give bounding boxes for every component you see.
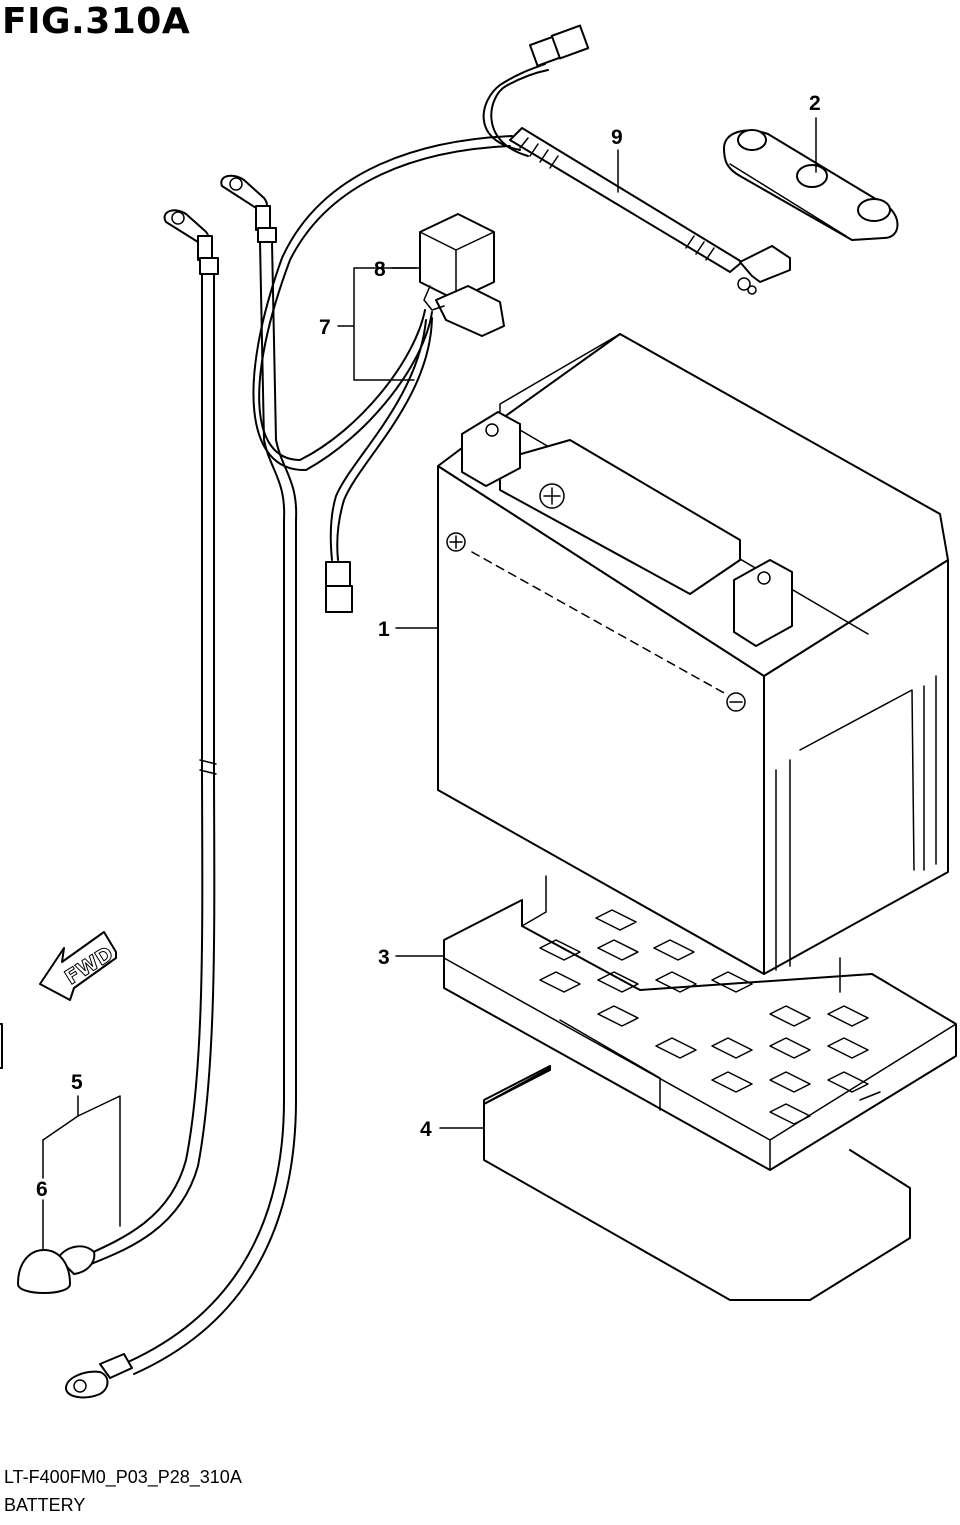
callout-5: 5 <box>71 1071 83 1094</box>
part-4-pad <box>483 1065 911 1301</box>
diagram-name: BATTERY <box>4 1495 86 1515</box>
part-1-battery <box>437 333 949 975</box>
edge-fragment <box>0 1023 3 1069</box>
figure-title: FIG.310A <box>2 1 191 42</box>
part-9-lead <box>482 24 791 295</box>
positive-lead <box>65 174 298 1399</box>
callout-numbers: 1 2 3 4 5 6 7 8 9 <box>36 92 821 1201</box>
callout-3: 3 <box>378 946 390 969</box>
tray-slots <box>539 909 869 1125</box>
fwd-arrow-icon: FWD <box>39 931 118 1001</box>
part-3-battery-tray <box>443 875 957 1171</box>
callout-9: 9 <box>611 126 623 149</box>
callout-6: 6 <box>36 1178 48 1201</box>
callout-leaders <box>42 117 817 1227</box>
callout-8: 8 <box>374 258 386 281</box>
callout-4: 4 <box>420 1118 432 1141</box>
part-8-relay <box>419 213 505 337</box>
part-7-harness <box>252 135 513 613</box>
part-5-negative-lead <box>17 209 219 1294</box>
part-2-terminal-cover <box>723 129 899 241</box>
callout-1: 1 <box>378 618 390 641</box>
callout-2: 2 <box>809 92 821 115</box>
callout-7: 7 <box>319 316 331 339</box>
diagram-code: LT-F400FM0_P03_P28_310A <box>4 1467 242 1487</box>
